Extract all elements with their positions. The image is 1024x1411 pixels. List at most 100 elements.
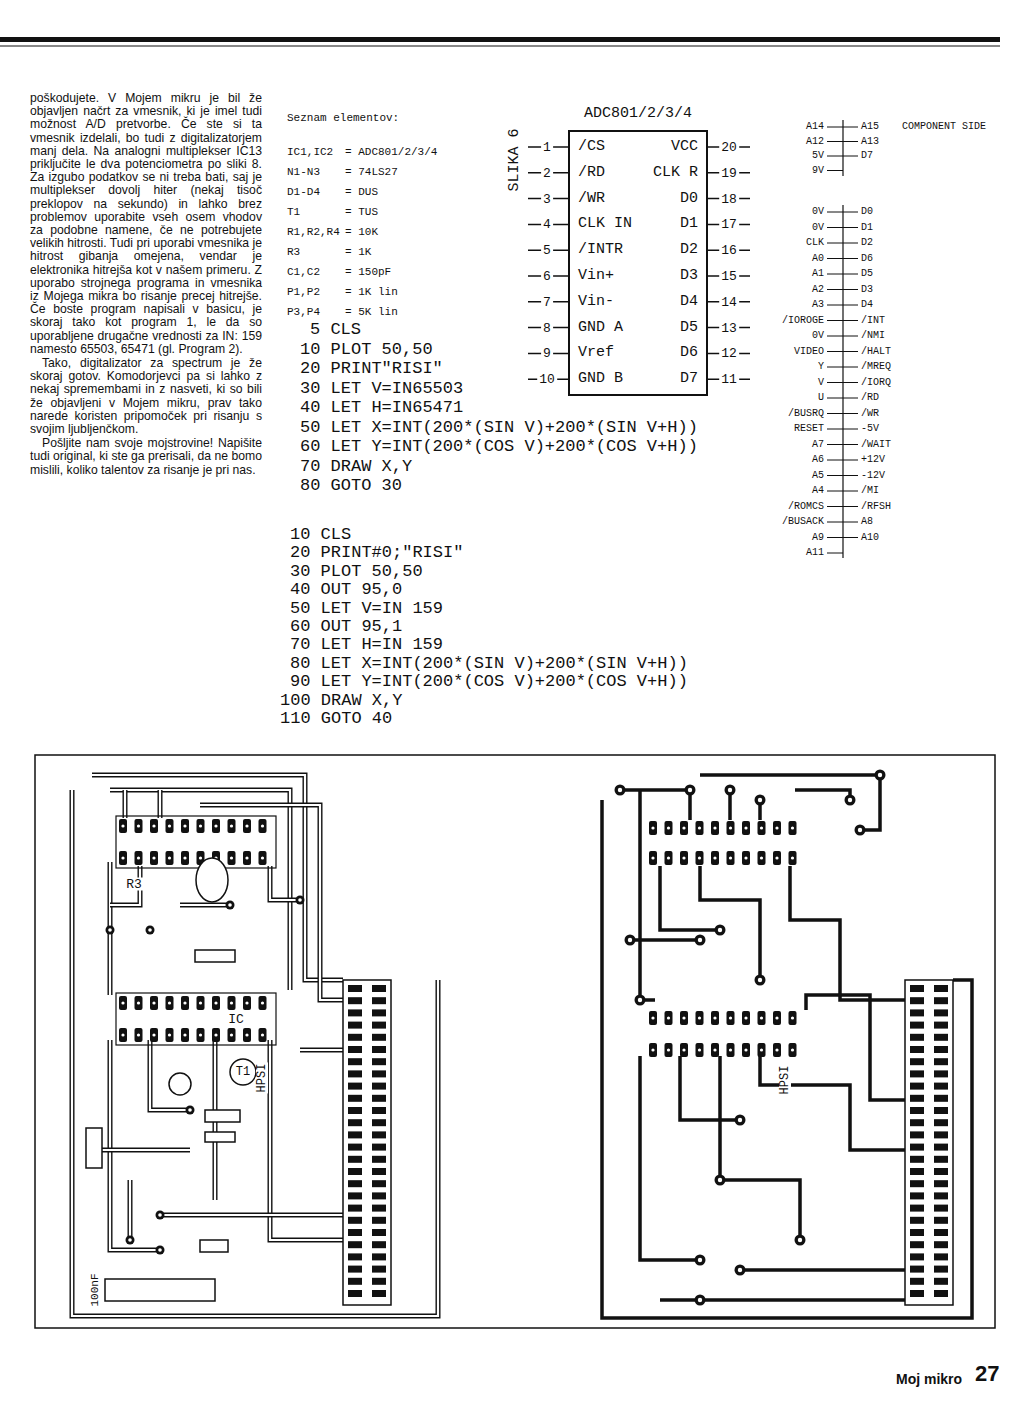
signal-tick (827, 320, 843, 321)
pcb-pad (635, 995, 646, 1006)
chip-pinout-box: ADC801/2/3/4/CSVCC/RDCLK R/WRD0CLK IND1/… (568, 130, 708, 396)
ic-pad (166, 819, 174, 833)
parts-list-cell: = 10K (345, 227, 378, 238)
edge-connector-pad (372, 1266, 386, 1273)
pcb-hole (618, 788, 622, 792)
signal-tick (827, 413, 843, 414)
ic-pad (259, 819, 267, 833)
edge-connector-pad (372, 1278, 386, 1285)
ic-pad (789, 821, 797, 835)
pcb-hole (744, 1016, 747, 1019)
pcb-hole (137, 1001, 140, 1004)
edge-connector-pad (934, 1058, 948, 1065)
pcb-copper-trace (630, 938, 700, 942)
pcb-pad (725, 785, 736, 796)
pcb-hole (152, 856, 155, 859)
page-footer: 27 (975, 1361, 999, 1387)
pcb-pad (795, 1235, 806, 1246)
edge-connector-pad (910, 1205, 924, 1212)
pcb-label: IC (227, 1013, 245, 1026)
edge-connector-pad (372, 1168, 386, 1175)
pcb-trace-inner (270, 1040, 343, 1240)
pcb-hole (744, 856, 747, 859)
pcb-hole (698, 1016, 701, 1019)
edge-connector-pad (372, 1070, 386, 1077)
component-outline (205, 1132, 235, 1142)
edge-connector-pad (910, 1156, 924, 1163)
component-outline (200, 1240, 228, 1252)
pcb-hole (848, 798, 852, 802)
body-paragraph: Pošljite nam svoje mojstrovine! Napišite… (30, 437, 262, 477)
pin-number: 4 (541, 218, 553, 231)
pin-number: 15 (719, 270, 739, 283)
edge-connector-pad (372, 1205, 386, 1212)
edge-connector-pad (348, 1229, 362, 1236)
pcb-trace-outline (110, 790, 290, 990)
edge-connector-pad (372, 1180, 386, 1187)
edge-connector-pad (934, 1083, 948, 1090)
pcb-trace-outline (150, 1040, 190, 1110)
signal-name: A12 (806, 137, 824, 147)
signal-name: /HALT (861, 347, 891, 357)
pcb-trace-inner (300, 1049, 343, 1051)
ic-pad (119, 1028, 127, 1042)
pcb-trace-outline (123, 790, 128, 818)
signal-tick (827, 367, 843, 368)
ic-pad (181, 819, 189, 833)
edge-connector-pad (910, 1278, 924, 1285)
pcb-label: T1 (235, 1066, 251, 1078)
pin-name: Vin+ (578, 268, 614, 283)
edge-connector-pad (934, 1107, 948, 1114)
edge-connector-pad (934, 1253, 948, 1260)
edge-connector-pad (910, 985, 924, 992)
pcb-hole (199, 1001, 202, 1004)
pcb-hole (128, 1238, 132, 1242)
signal-tick (827, 274, 843, 275)
ic-pad (758, 1011, 766, 1025)
edge-connector-pad (372, 1119, 386, 1126)
pcb-pad (156, 1246, 165, 1255)
page-footer: Moj mikro (896, 1371, 962, 1387)
pin-name: /CS (578, 139, 605, 154)
edge-connector-pad (372, 1034, 386, 1041)
parts-list-cell: IC1,IC2 (287, 147, 333, 158)
pcb-hole (168, 856, 171, 859)
pin-name: D2 (680, 242, 698, 257)
parts-list-cell: = 74LS27 (345, 167, 398, 178)
pcb-hole (791, 1048, 794, 1051)
pcb-hole (682, 1016, 685, 1019)
signal-name: 0V (812, 331, 824, 341)
edge-connector-pad (934, 1046, 948, 1053)
ic-pad (119, 819, 127, 833)
pcb-hole (245, 824, 248, 827)
pcb-hole (667, 856, 670, 859)
pcb-trace-inner (109, 862, 111, 995)
basic-code-line: 80 LET X=INT(200*(SIN V)+200*(SIN V+H)) (290, 655, 688, 672)
edge-connector-pad (348, 1009, 362, 1016)
pcb-hole (168, 1001, 171, 1004)
edge-connector-pad (372, 1241, 386, 1248)
pcb-hole (199, 1033, 202, 1036)
edge-connector-pad (372, 1217, 386, 1224)
body-paragraph: poškodujete. V Mojem mikru je bil že obj… (30, 92, 262, 356)
pcb-hole (775, 1016, 778, 1019)
ic-pad (789, 1043, 797, 1057)
signal-name: A10 (861, 533, 879, 543)
ic-pad (150, 996, 158, 1010)
figure-label: SLIKA 6 (507, 128, 522, 191)
basic-code-line: 5 CLS (310, 321, 361, 338)
pcb-pad (296, 896, 305, 905)
edge-connector-pad (348, 1205, 362, 1212)
signal-tick (843, 367, 858, 368)
basic-code-line: 30 PLOT 50,50 (290, 563, 423, 580)
basic-code-line: 30 LET V=IN65503 (300, 380, 463, 397)
parts-list-cell: R3 (287, 247, 300, 258)
component-outline (205, 1110, 240, 1122)
pin-number: 18 (719, 192, 739, 205)
pcb-trace-inner (160, 1214, 343, 1216)
ic-pad (259, 1028, 267, 1042)
signal-tick (827, 506, 843, 507)
pcb-pad (755, 975, 766, 986)
signal-tick (827, 351, 843, 352)
signal-tick (843, 460, 858, 461)
